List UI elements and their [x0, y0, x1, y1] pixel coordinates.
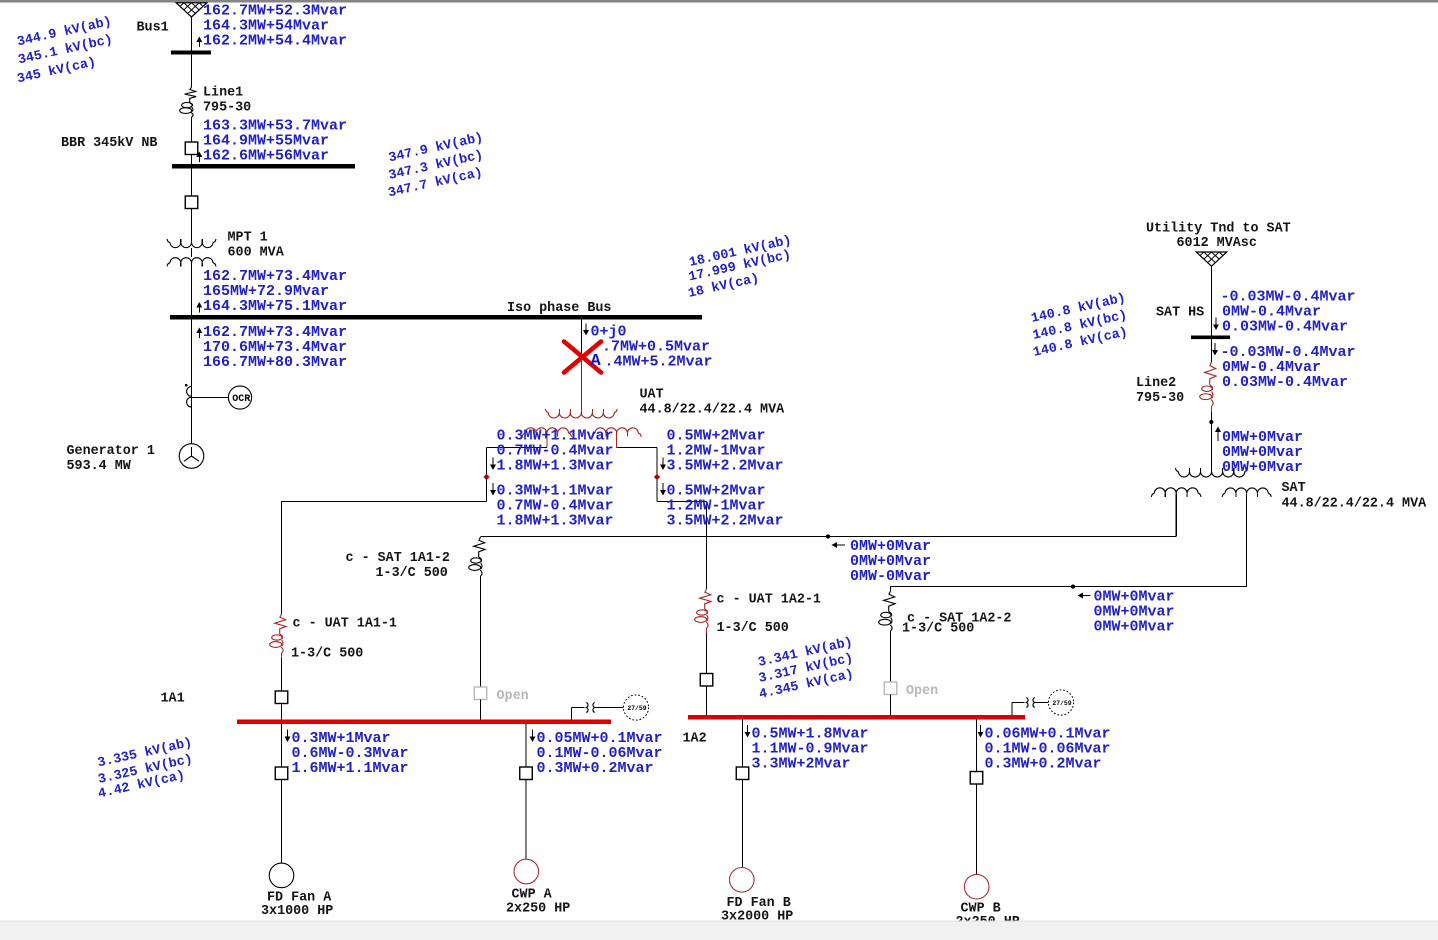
svg-text:0MW+0Mvar: 0MW+0Mvar: [1222, 444, 1303, 461]
svg-text:0.3MW+1.1Mvar: 0.3MW+1.1Mvar: [497, 428, 614, 445]
svg-text:1-3/C 500: 1-3/C 500: [902, 622, 974, 637]
svg-text:1.8MW+1.3Mvar: 1.8MW+1.3Mvar: [497, 458, 614, 475]
svg-text:Open: Open: [906, 684, 938, 699]
svg-text:0.3MW+0.2Mvar: 0.3MW+0.2Mvar: [537, 760, 654, 777]
svg-text:44.8/22.4/22.4 MVA: 44.8/22.4/22.4 MVA: [640, 403, 786, 418]
svg-text:3.5MW+2.2Mvar: 3.5MW+2.2Mvar: [667, 458, 784, 475]
svg-text:0.5MW+1.8Mvar: 0.5MW+1.8Mvar: [752, 726, 869, 743]
svg-text:.7MW+0.5Mvar: .7MW+0.5Mvar: [602, 339, 710, 356]
svg-text:UAT: UAT: [640, 388, 664, 403]
svg-text:0.5MW+2Mvar: 0.5MW+2Mvar: [667, 428, 766, 445]
svg-text:0MW-0.4Mvar: 0MW-0.4Mvar: [1222, 359, 1321, 376]
svg-text:27/59: 27/59: [1052, 700, 1071, 707]
svg-text:0MW-0Mvar: 0MW-0Mvar: [850, 568, 931, 585]
svg-text:c - SAT 1A2-2: c - SAT 1A2-2: [907, 612, 1011, 627]
svg-text:-0.03MW-0.4Mvar: -0.03MW-0.4Mvar: [1221, 344, 1356, 361]
svg-text:0.06MW+0.1Mvar: 0.06MW+0.1Mvar: [985, 726, 1111, 743]
svg-text:162.7MW+52.3Mvar: 162.7MW+52.3Mvar: [203, 3, 347, 20]
svg-text:0MW+0Mvar: 0MW+0Mvar: [850, 553, 931, 570]
svg-text:3.3MW+2Mvar: 3.3MW+2Mvar: [752, 756, 851, 773]
svg-text:-0.03MW-0.4Mvar: -0.03MW-0.4Mvar: [1221, 289, 1356, 306]
svg-text:0.03MW-0.4Mvar: 0.03MW-0.4Mvar: [1222, 319, 1348, 336]
svg-text:c - UAT 1A1-1: c - UAT 1A1-1: [293, 617, 397, 632]
svg-text:795-30: 795-30: [1136, 391, 1184, 406]
svg-text:1-3/C 500: 1-3/C 500: [717, 621, 789, 636]
svg-text:0MW+0Mvar: 0MW+0Mvar: [1094, 589, 1175, 606]
svg-text:0.3MW+1.1Mvar: 0.3MW+1.1Mvar: [497, 483, 614, 500]
svg-text:.4MW+5.2Mvar: .4MW+5.2Mvar: [605, 354, 713, 371]
svg-text:593.4 MW: 593.4 MW: [67, 459, 132, 474]
svg-text:1A1: 1A1: [161, 692, 185, 707]
svg-text:3.5MW+2.2Mvar: 3.5MW+2.2Mvar: [667, 513, 784, 530]
svg-text:162.6MW+56Mvar: 162.6MW+56Mvar: [203, 148, 329, 165]
svg-text:0.7MW-0.4Mvar: 0.7MW-0.4Mvar: [497, 498, 614, 515]
svg-text:1.2MW-1Mvar: 1.2MW-1Mvar: [667, 443, 766, 460]
svg-text:163.3MW+53.7Mvar: 163.3MW+53.7Mvar: [203, 118, 347, 135]
svg-text:0.5MW+2Mvar: 0.5MW+2Mvar: [667, 483, 766, 500]
svg-text:6012 MVAsc: 6012 MVAsc: [1177, 236, 1257, 251]
svg-text:CWP A: CWP A: [512, 888, 553, 903]
svg-text:SAT: SAT: [1282, 481, 1306, 496]
svg-text:162.2MW+54.4Mvar: 162.2MW+54.4Mvar: [203, 33, 347, 50]
svg-text:0.03MW-0.4Mvar: 0.03MW-0.4Mvar: [1222, 374, 1348, 391]
svg-text:0.05MW+0.1Mvar: 0.05MW+0.1Mvar: [537, 730, 663, 747]
svg-text:164.3MW+54Mvar: 164.3MW+54Mvar: [203, 18, 329, 35]
svg-text:162.7MW+73.4Mvar: 162.7MW+73.4Mvar: [203, 324, 347, 341]
svg-text:0MW+0Mvar: 0MW+0Mvar: [1094, 604, 1175, 621]
svg-text:1.2MW-1Mvar: 1.2MW-1Mvar: [667, 498, 766, 515]
svg-text:164.3MW+75.1Mvar: 164.3MW+75.1Mvar: [203, 298, 347, 315]
svg-text:795-30: 795-30: [203, 101, 251, 116]
svg-text:0.7MW-0.4Mvar: 0.7MW-0.4Mvar: [497, 443, 614, 460]
svg-text:0+j0: 0+j0: [591, 324, 627, 341]
svg-text:c - SAT 1A1-2: c - SAT 1A1-2: [346, 551, 450, 566]
svg-text:170.6MW+73.4Mvar: 170.6MW+73.4Mvar: [203, 339, 347, 356]
svg-text:OCR: OCR: [232, 394, 250, 405]
svg-text:0.6MW-0.3Mvar: 0.6MW-0.3Mvar: [292, 745, 409, 762]
svg-text:0.1MW-0.06Mvar: 0.1MW-0.06Mvar: [537, 745, 663, 762]
svg-text:MPT 1: MPT 1: [228, 231, 268, 246]
svg-text:BBR 345kV NB: BBR 345kV NB: [61, 136, 157, 151]
svg-text:0.3MW+0.2Mvar: 0.3MW+0.2Mvar: [985, 756, 1102, 773]
svg-text:2x250 HP: 2x250 HP: [506, 902, 570, 917]
svg-text:Iso phase Bus: Iso phase Bus: [507, 301, 611, 316]
svg-text:Open: Open: [497, 689, 529, 704]
svg-text:0.1MW-0.06Mvar: 0.1MW-0.06Mvar: [985, 741, 1111, 758]
svg-text:c - UAT 1A2-1: c - UAT 1A2-1: [717, 593, 821, 608]
svg-text:162.7MW+73.4Mvar: 162.7MW+73.4Mvar: [203, 268, 347, 285]
svg-text:166.7MW+80.3Mvar: 166.7MW+80.3Mvar: [203, 354, 347, 371]
svg-text:Bus1: Bus1: [137, 21, 169, 36]
svg-text:FD Fan B: FD Fan B: [727, 896, 791, 911]
svg-text:0MW+0Mvar: 0MW+0Mvar: [850, 538, 931, 555]
svg-text:0MW+0Mvar: 0MW+0Mvar: [1222, 429, 1303, 446]
svg-text:1.1MW-0.9Mvar: 1.1MW-0.9Mvar: [752, 741, 869, 758]
svg-text:600 MVA: 600 MVA: [228, 246, 285, 261]
svg-text:1A2: 1A2: [683, 732, 707, 747]
svg-text:SAT HS: SAT HS: [1156, 306, 1204, 321]
svg-text:0MW+0Mvar: 0MW+0Mvar: [1222, 459, 1303, 476]
svg-text:Line2: Line2: [1136, 376, 1176, 391]
svg-text:165MW+72.9Mvar: 165MW+72.9Mvar: [203, 283, 329, 300]
svg-text:Line1: Line1: [203, 86, 243, 101]
svg-text:0MW-0.4Mvar: 0MW-0.4Mvar: [1222, 304, 1321, 321]
svg-text:FD Fan A: FD Fan A: [267, 891, 332, 906]
svg-text:Utility Tnd to SAT: Utility Tnd to SAT: [1146, 222, 1291, 237]
svg-text:0MW+0Mvar: 0MW+0Mvar: [1094, 619, 1175, 636]
svg-text:Generator 1: Generator 1: [67, 444, 155, 459]
svg-text:1.6MW+1.1Mvar: 1.6MW+1.1Mvar: [292, 760, 409, 777]
svg-text:164.9MW+55Mvar: 164.9MW+55Mvar: [203, 133, 329, 150]
svg-text:A: A: [591, 352, 602, 371]
svg-text:0.3MW+1Mvar: 0.3MW+1Mvar: [292, 730, 391, 747]
svg-text:CWP B: CWP B: [961, 902, 1001, 917]
svg-text:27/59: 27/59: [627, 705, 646, 712]
svg-text:1-3/C 500: 1-3/C 500: [376, 566, 448, 581]
svg-text:44.8/22.4/22.4 MVA: 44.8/22.4/22.4 MVA: [1282, 497, 1428, 512]
svg-text:1.8MW+1.3Mvar: 1.8MW+1.3Mvar: [497, 513, 614, 530]
svg-text:1-3/C 500: 1-3/C 500: [291, 647, 363, 662]
svg-text:3x1000 HP: 3x1000 HP: [261, 904, 333, 919]
